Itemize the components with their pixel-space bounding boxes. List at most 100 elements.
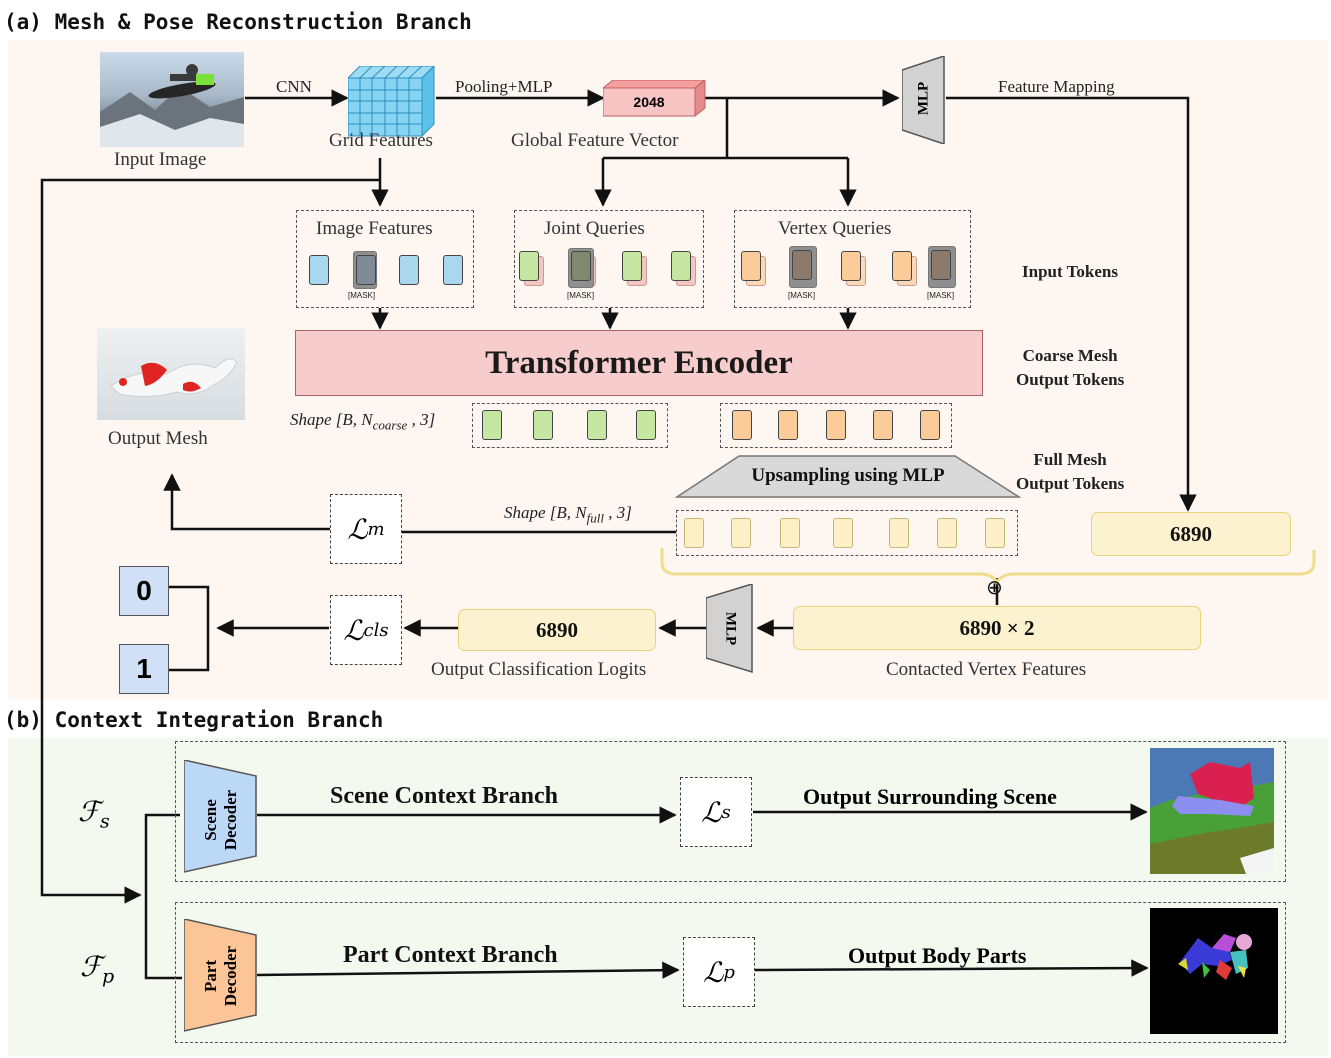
contacted-vertex-features-label: Contacted Vertex Features: [886, 659, 1087, 680]
mlp-trapezoid-top: [902, 56, 945, 144]
vertex-token: [892, 251, 912, 281]
section-a-title: (a) Mesh & Pose Reconstruction Branch: [4, 10, 472, 34]
mapped-feature-box: 6890: [1091, 512, 1291, 556]
transformer-encoder: Transformer Encoder: [295, 330, 983, 396]
part-decoder-label: Part Decoder: [201, 945, 240, 1007]
body-parts-output: [1150, 908, 1278, 1034]
joint-queries-group: [514, 210, 704, 308]
scene-branch-group: [175, 741, 1286, 882]
input-tokens-label: Input Tokens: [1022, 262, 1118, 281]
image-token: [443, 255, 463, 285]
output-classification-logits-label: Output Classification Logits: [431, 659, 647, 680]
image-token: [309, 255, 329, 285]
scene-feature-symbol: ℱs: [78, 795, 110, 833]
joint-queries-label: Joint Queries: [544, 218, 645, 239]
scene-decoder-shape: [184, 760, 257, 873]
full-token: [780, 518, 800, 548]
full-mesh-label-line-2: Output Tokens: [1016, 474, 1125, 493]
global-feature-vector-shape: [603, 80, 706, 118]
input-image: [100, 52, 244, 147]
coarse-mesh-label-line-1: Coarse Mesh: [1022, 346, 1118, 365]
vertex-queries-group: [734, 210, 971, 308]
scene-context-branch-label: Scene Context Branch: [330, 783, 558, 809]
masked-joint-token-inner: [571, 251, 591, 281]
masked-image-token-inner: [356, 255, 376, 285]
output-body-parts-label: Output Body Parts: [848, 943, 1027, 968]
coarse-joint-output-group: [472, 403, 668, 448]
part-branch-group: [175, 902, 1286, 1043]
joint-token: [671, 251, 691, 281]
image-features-group: [296, 210, 474, 308]
mask-label: [MASK]: [927, 291, 955, 300]
global-feature-vector-value: 2048: [633, 94, 665, 110]
mlp-top-label: MLP: [915, 81, 932, 116]
masked-vertex-token-inner: [931, 250, 951, 280]
feature-mapping-label: Feature Mapping: [998, 77, 1115, 96]
pooling-mlp-label: Pooling+MLP: [455, 77, 553, 96]
full-token: [731, 518, 751, 548]
input-image-label: Input Image: [114, 149, 207, 170]
class-1-box: 1: [119, 644, 169, 694]
full-mesh-label-line-1: Full Mesh: [1033, 450, 1107, 469]
coarse-vertex-token: [873, 410, 893, 440]
coarse-vertex-output-group: [720, 403, 952, 448]
grid-features-label: Grid Features: [329, 130, 433, 151]
scene-decoder-label: Scene Decoder: [201, 789, 240, 851]
coarse-vertex-token: [920, 410, 940, 440]
full-token: [937, 518, 957, 548]
upsampling-label: Upsampling using MLP: [751, 465, 945, 486]
upsampling-trapezoid: [675, 455, 1021, 498]
mask-label: [MASK]: [348, 291, 376, 300]
output-mesh-image: [97, 328, 245, 420]
scene-segmentation-output: [1150, 748, 1274, 874]
output-mesh-label: Output Mesh: [108, 428, 208, 449]
full-token: [833, 518, 853, 548]
classification-logits-box: 6890: [458, 609, 656, 651]
full-mesh-label: Full Mesh Output Tokens: [1016, 448, 1124, 496]
joint-token: [519, 251, 539, 281]
mlp-bottom-label: MLP: [722, 611, 739, 646]
transformer-encoder-label: Transformer Encoder: [485, 344, 793, 381]
part-feature-symbol: ℱp: [80, 950, 115, 988]
full-token: [985, 518, 1005, 548]
cnn-label: CNN: [276, 77, 312, 96]
coarse-joint-token: [636, 410, 656, 440]
masked-vertex-token-inner: [792, 250, 812, 280]
part-decoder-shape: [184, 919, 257, 1032]
vertex-token: [841, 251, 861, 281]
coarse-mesh-label: Coarse Mesh Output Tokens: [1016, 344, 1124, 392]
coarse-vertex-token: [778, 410, 798, 440]
concatenated-vertex-box: 6890 × 2: [793, 606, 1201, 650]
output-surrounding-scene-label: Output Surrounding Scene: [803, 784, 1057, 809]
mask-label: [MASK]: [567, 291, 595, 300]
image-token: [399, 255, 419, 285]
part-context-branch-label: Part Context Branch: [343, 942, 558, 968]
global-feature-vector-label: Global Feature Vector: [511, 130, 679, 151]
coarse-mesh-label-line-2: Output Tokens: [1016, 370, 1125, 389]
full-output-group: [676, 510, 1018, 556]
concat-symbol: ⊕: [986, 575, 1003, 599]
image-features-label: Image Features: [316, 218, 433, 239]
grid-features-cube: [348, 66, 435, 138]
joint-token: [622, 251, 642, 281]
vertex-token: [741, 251, 761, 281]
coarse-joint-token: [533, 410, 553, 440]
coarse-vertex-token: [732, 410, 752, 440]
shape-coarse-label: Shape [B, Ncoarse , 3]: [290, 410, 436, 433]
vertex-queries-label: Vertex Queries: [778, 218, 892, 239]
shape-full-label: Shape [B, Nfull , 3]: [504, 503, 632, 526]
section-b-title: (b) Context Integration Branch: [4, 708, 384, 732]
full-token: [684, 518, 704, 548]
mask-label: [MASK]: [788, 291, 816, 300]
coarse-vertex-token: [826, 410, 846, 440]
mlp-trapezoid-bottom: [706, 584, 753, 674]
class-0-box: 0: [119, 566, 169, 616]
coarse-joint-token: [587, 410, 607, 440]
coarse-joint-token: [482, 410, 502, 440]
full-token: [889, 518, 909, 548]
